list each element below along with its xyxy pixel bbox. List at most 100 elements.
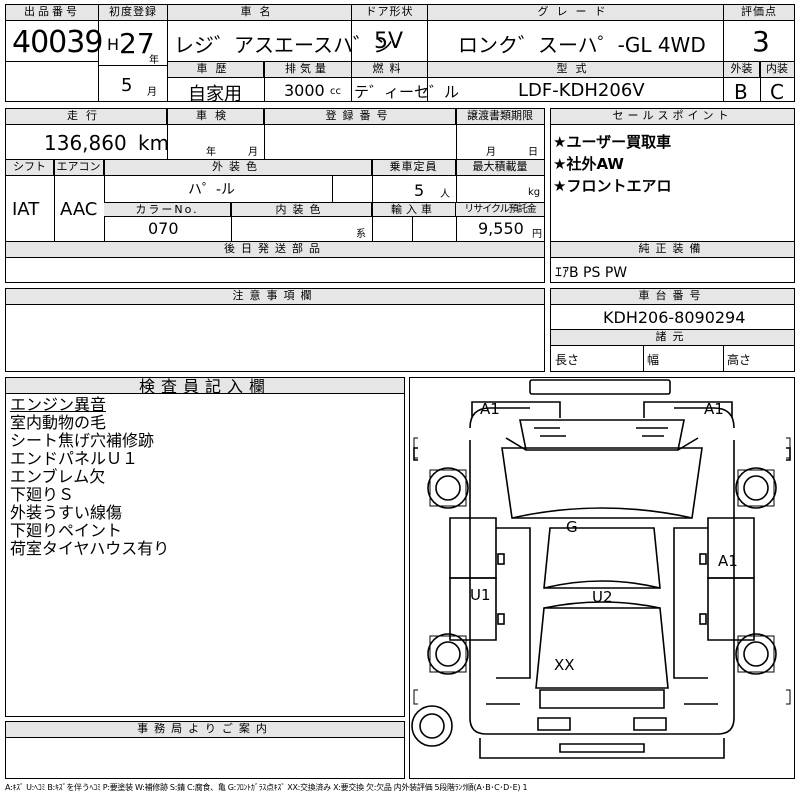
history: 自家用	[188, 84, 242, 105]
exterior-label: 外装	[724, 62, 760, 78]
first-reg-label: 初度登録	[99, 5, 167, 21]
interior-label: 内装	[760, 62, 794, 78]
inspector-line: 荷室タイヤハウス有り	[10, 539, 170, 558]
score: 3	[752, 25, 770, 58]
capacity: 5	[414, 181, 425, 200]
shift-label: シフト	[6, 160, 54, 176]
notes-label: 注意事項欄	[6, 289, 544, 305]
notes-box: 注意事項欄	[5, 288, 545, 372]
reg-year: 27	[119, 27, 155, 60]
lot-number: 40039	[12, 25, 103, 60]
height-label: 高さ	[727, 353, 752, 367]
inspector-notes-box: 検査員記入欄 エンジン異音 室内動物の毛 シート焦げ穴補修跡 エンドパネルＵ１ …	[5, 377, 405, 717]
transfer-month-unit: 月	[486, 147, 496, 158]
insp-month-unit: 月	[248, 147, 258, 158]
inspector-lines: エンジン異音 室内動物の毛 シート焦げ穴補修跡 エンドパネルＵ１ エンブレム欠 …	[10, 396, 169, 558]
inspector-label: 検査員記入欄	[6, 378, 404, 396]
mileage: 136,860	[44, 131, 127, 155]
chassis-box: 車台番号 KDH206-8090294 諸元 長さ 幅 高さ	[550, 288, 795, 372]
first-registration: 初度登録 H 27 年 5 月	[98, 4, 168, 102]
ext-color-label: 外装色	[104, 160, 372, 176]
mid-info-panel: 走行 車検 登録番号 譲渡書類期限 136,860 km 年 月 月 日 シフト…	[5, 108, 545, 283]
month-unit: 月	[147, 87, 157, 98]
chassis-label: 車台番号	[551, 289, 794, 305]
inspector-line: エンドパネルＵ１	[10, 449, 139, 468]
era: H	[107, 35, 120, 54]
sales-point: ★フロントエアロ	[553, 177, 672, 195]
model-label: 型式	[428, 62, 723, 78]
grade-box: グレード ロンク゛スーハ゜-GL 4WD	[427, 4, 724, 62]
office-label: 事務局よりご案内	[6, 722, 404, 738]
mileage-label: 走行	[6, 109, 167, 125]
color-no: 070	[148, 219, 179, 238]
displacement-label: 排気量	[264, 62, 351, 78]
car-name-label: 車名	[168, 5, 351, 21]
fuel: テ゛ィーセ゛ル	[354, 83, 460, 101]
ext-color: ハ゜-ル	[188, 182, 236, 198]
fuel-label: 燃料	[352, 62, 427, 78]
vehicle-outline	[411, 379, 791, 759]
grade-label: グレード	[428, 5, 723, 21]
car-name-box: 車名 レジ゛アスエースハ゛ン	[167, 4, 393, 62]
displacement-unit: cc	[330, 86, 341, 97]
car-name: レジ゛アスエースハ゛ン	[174, 33, 393, 57]
score-box: 評価点 3	[723, 4, 795, 62]
damage-mark: A1	[718, 552, 738, 570]
inspector-line: エンブレム欠	[10, 467, 106, 486]
transfer-day-unit: 日	[528, 147, 538, 158]
sales-point: ★ユーザー買取車	[553, 133, 672, 151]
ext-int-box: 外装 内装 B C	[723, 61, 795, 104]
year-unit: 年	[149, 55, 159, 66]
score-label: 評価点	[724, 5, 794, 21]
length-label: 長さ	[555, 353, 580, 367]
max-load-unit: kg	[528, 187, 541, 198]
damage-mark: XX	[554, 656, 575, 674]
lot-label: 出品番号	[6, 5, 98, 21]
damage-mark: A1	[480, 400, 500, 418]
damage-mark: U1	[470, 586, 491, 604]
damage-mark: G	[566, 518, 578, 536]
top-info-panel: 出品番号 40039	[5, 4, 103, 102]
mileage-unit: km	[138, 131, 170, 155]
interior-score: C	[770, 80, 784, 104]
displacement: 3000	[284, 81, 325, 100]
doors: 5V	[374, 29, 404, 54]
sales-points-label: セールスポイント	[551, 109, 794, 125]
inspector-line: エンジン異音	[10, 395, 107, 414]
equipment-label: 純正装備	[551, 242, 794, 258]
ac: AAC	[60, 199, 98, 220]
sales-point: ★社外AW	[553, 155, 624, 173]
ac-label: エアコン	[54, 160, 104, 176]
transfer-label: 譲渡書類期限	[456, 109, 544, 125]
doors-label: ドア形状	[352, 5, 427, 21]
model: LDF-KDH206V	[518, 80, 645, 101]
history-label: 車歴	[168, 62, 264, 78]
exterior-score: B	[734, 80, 748, 104]
int-color-label: 内装色	[231, 203, 372, 217]
model-box: 型式 LDF-KDH206V	[427, 61, 724, 102]
chassis-number: KDH206-8090294	[603, 308, 746, 327]
inspector-line: シート焦げ穴補修跡	[10, 431, 155, 450]
later-parts-label: 後日発送部品	[6, 242, 544, 258]
inspection-label: 車検	[167, 109, 264, 125]
sales-points-box: セールスポイント ★ユーザー買取車 ★社外AW ★フロントエアロ	[550, 108, 795, 242]
recycle-label: リサイクル預託金	[456, 203, 544, 217]
grade: ロンク゛スーハ゜-GL 4WD	[458, 33, 706, 57]
office-box: 事務局よりご案内	[5, 721, 405, 779]
insp-year-unit: 年	[206, 147, 216, 158]
color-no-label: カラーNo.	[104, 203, 231, 217]
equipment-box: 純正装備 ｴｱB PS PW	[550, 241, 795, 283]
reg-month: 5	[121, 75, 133, 96]
equipment-value: ｴｱB PS PW	[555, 265, 628, 281]
capacity-label: 乗車定員	[372, 160, 456, 176]
capacity-unit: 人	[440, 189, 450, 200]
import-label: 輸入車	[372, 203, 456, 217]
recycle: 9,550	[478, 219, 524, 238]
recycle-unit: 円	[532, 229, 542, 240]
inspector-line: 室内動物の毛	[10, 413, 107, 432]
max-load-label: 最大積載量	[456, 160, 544, 176]
history-box: 車歴 排気量 自家用 3000 cc	[167, 61, 352, 105]
doors-box: ドア形状 5V	[351, 4, 428, 62]
damage-mark: U2	[592, 588, 613, 606]
shift: IAT	[12, 199, 40, 220]
